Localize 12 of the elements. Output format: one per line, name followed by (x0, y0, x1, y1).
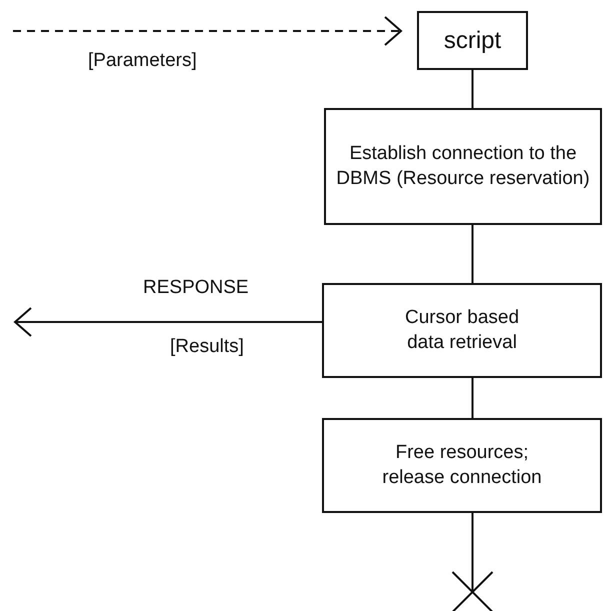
process-box: Establish connection to the DBMS (Resource reservation) (324, 108, 602, 225)
connector-line (472, 225, 474, 283)
dashed-arrow (13, 16, 402, 46)
process-box: Cursor based data retrieval (322, 283, 602, 378)
edge-label: [Parameters] (88, 50, 197, 72)
connector-line (472, 70, 474, 108)
terminated-line (452, 513, 494, 611)
process-box: script (417, 11, 528, 70)
connector-line (472, 378, 474, 418)
process-box: Free resources; release connection (322, 418, 602, 513)
arrow (14, 307, 322, 337)
annotation-text: [Results] (170, 336, 244, 358)
